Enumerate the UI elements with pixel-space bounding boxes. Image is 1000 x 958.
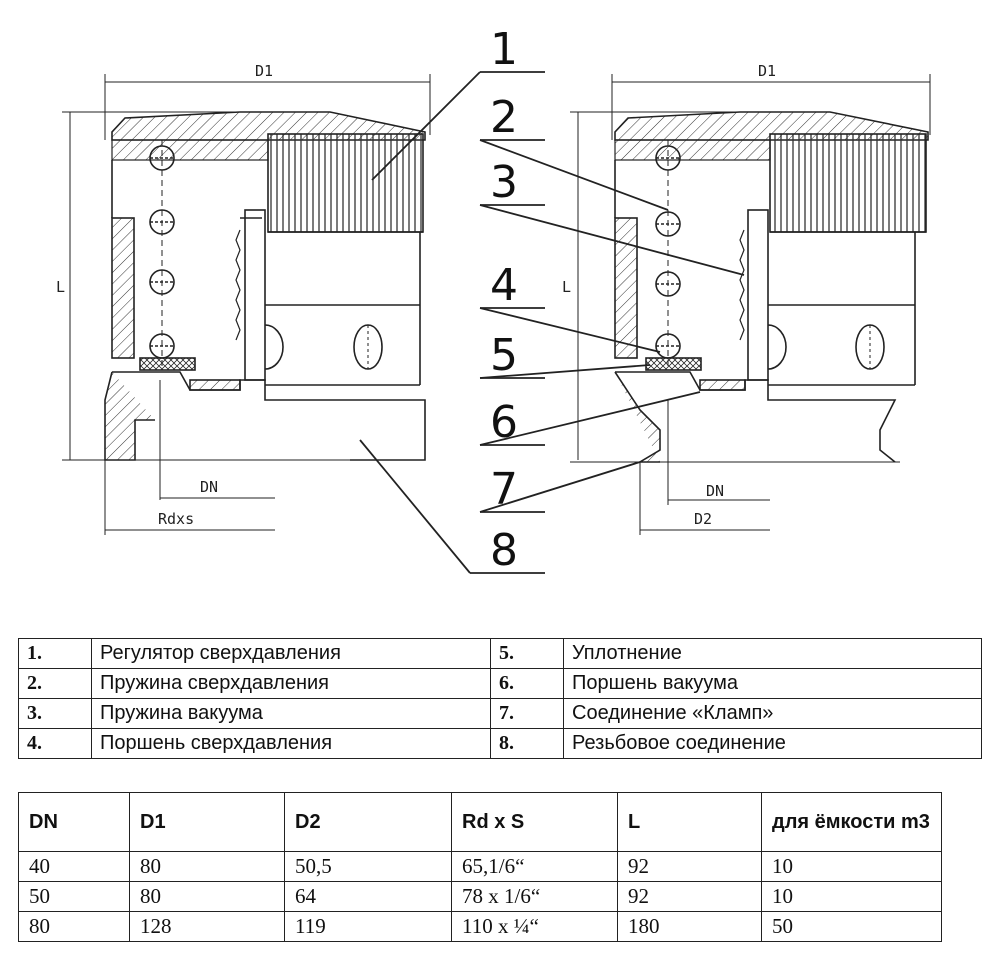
legend-label: Регулятор сверхдавления (91, 638, 491, 669)
callout-5: 5 (490, 330, 518, 381)
callout-4: 4 (490, 260, 518, 311)
header-d1: D1 (129, 792, 285, 852)
cell-dn: 80 (18, 911, 130, 942)
cell-d1: 80 (129, 851, 285, 882)
callout-leaders (359, 71, 745, 574)
legend-number: 5. (490, 638, 564, 669)
right-d1-label: D1 (758, 62, 776, 80)
cell-dn: 50 (18, 881, 130, 912)
cell-capacity: 10 (761, 851, 942, 882)
legend-label: Уплотнение (563, 638, 982, 669)
header-l: L (617, 792, 762, 852)
legend-label: Поршень вакуума (563, 668, 982, 699)
right-l-label: L (562, 278, 571, 296)
legend-number: 4. (18, 728, 92, 759)
right-dn-label: DN (706, 482, 724, 500)
cell-d1: 128 (129, 911, 285, 942)
cell-d2: 64 (284, 881, 452, 912)
right-view (570, 74, 931, 535)
dimensions-table: DN D1 D2 Rd x S L для ёмкости m3 40 80 5… (18, 792, 942, 942)
technical-drawing: D1 L DN Rdxs (56, 24, 931, 576)
right-d2-label: D2 (694, 510, 712, 528)
legend-label: Поршень сверхдавления (91, 728, 491, 759)
header-rdxs: Rd x S (451, 792, 618, 852)
cell-dn: 40 (18, 851, 130, 882)
callout-2: 2 (490, 92, 518, 143)
header-dn: DN (18, 792, 130, 852)
left-dn-label: DN (200, 478, 218, 496)
parts-legend-table: 1. Регулятор сверхдавления 5. Уплотнение… (18, 638, 982, 759)
callout-6: 6 (490, 397, 518, 448)
left-l-label: L (56, 278, 65, 296)
left-view (62, 74, 431, 535)
legend-number: 2. (18, 668, 92, 699)
left-d1-label: D1 (255, 62, 273, 80)
cell-l: 180 (617, 911, 762, 942)
legend-row: 3. Пружина вакуума 7. Соединение «Кламп» (18, 698, 982, 729)
legend-number: 1. (18, 638, 92, 669)
cell-d1: 80 (129, 881, 285, 912)
legend-number: 7. (490, 698, 564, 729)
table-row: 80 128 119 110 x ¼“ 180 50 (18, 911, 942, 942)
table-row: 50 80 64 78 x 1/6“ 92 10 (18, 881, 942, 912)
legend-number: 3. (18, 698, 92, 729)
header-d2: D2 (284, 792, 452, 852)
cell-rdxs: 110 x ¼“ (451, 911, 618, 942)
legend-label: Соединение «Кламп» (563, 698, 982, 729)
callout-7: 7 (490, 464, 518, 515)
table-row: 40 80 50,5 65,1/6“ 92 10 (18, 851, 942, 882)
legend-row: 2. Пружина сверхдавления 6. Поршень ваку… (18, 668, 982, 699)
legend-label: Резьбовое соединение (563, 728, 982, 759)
left-rdxs-label: Rdxs (158, 510, 194, 528)
cell-l: 92 (617, 881, 762, 912)
callout-1: 1 (490, 24, 518, 75)
legend-label: Пружина вакуума (91, 698, 491, 729)
legend-label: Пружина сверхдавления (91, 668, 491, 699)
cell-rdxs: 78 x 1/6“ (451, 881, 618, 912)
callout-3: 3 (490, 157, 518, 208)
specs-header-row: DN D1 D2 Rd x S L для ёмкости m3 (18, 792, 942, 852)
cell-capacity: 50 (761, 911, 942, 942)
cell-capacity: 10 (761, 881, 942, 912)
legend-row: 1. Регулятор сверхдавления 5. Уплотнение (18, 638, 982, 669)
header-capacity: для ёмкости m3 (761, 792, 942, 852)
cell-rdxs: 65,1/6“ (451, 851, 618, 882)
cell-l: 92 (617, 851, 762, 882)
cell-d2: 50,5 (284, 851, 452, 882)
legend-row: 4. Поршень сверхдавления 8. Резьбовое со… (18, 728, 982, 759)
legend-number: 8. (490, 728, 564, 759)
callout-8: 8 (490, 525, 518, 576)
legend-number: 6. (490, 668, 564, 699)
cell-d2: 119 (284, 911, 452, 942)
